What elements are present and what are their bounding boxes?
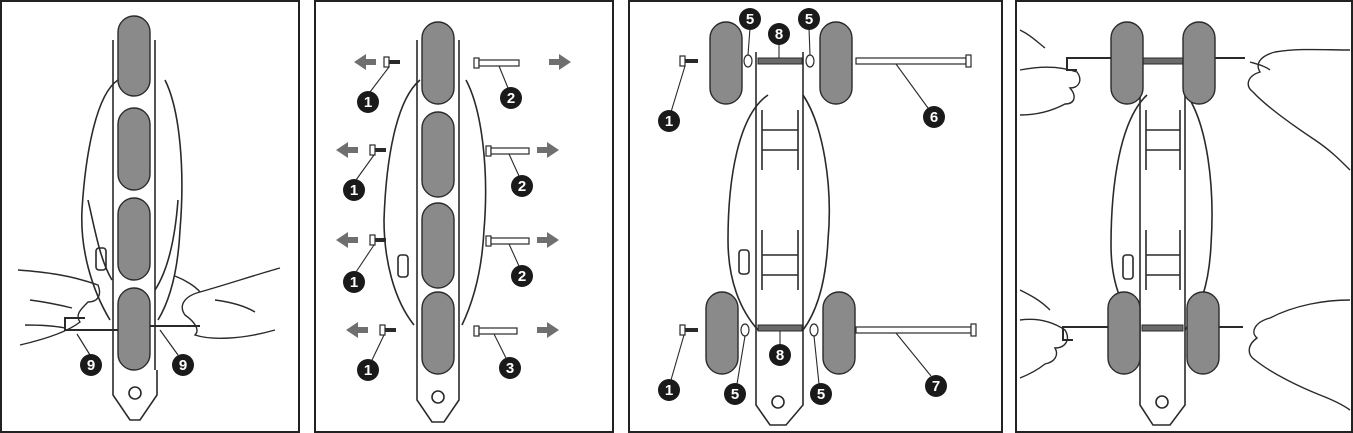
panel-hex-keys-insert: 9 9 [0,0,300,433]
arrow-left-icon [346,322,368,338]
callout-bushing-bottom: 8 [769,331,791,366]
long-axles [855,54,977,337]
skate-boot [80,79,183,321]
panel-remove-bolts-axles: 1 2 1 2 1 2 [314,0,614,433]
frame-rails [755,52,804,426]
bolt-icon [369,144,386,156]
panel-4-illustration [1015,0,1353,433]
callout-spacer-bottom-left: 5 [724,335,746,405]
callout-label: 1 [364,362,372,379]
callout-label: 1 [350,182,358,199]
arrow-right-icon [537,232,559,248]
callout-label: 9 [179,357,187,374]
bolts [679,55,698,336]
callout-bolt-top: 1 [658,65,686,132]
wheels [117,15,151,371]
skate-boot [727,94,831,331]
callout-label: 2 [518,268,526,285]
arrow-right-icon [537,322,559,338]
row-1: 1 2 [354,54,571,113]
callout-right-hex-key: 9 [159,329,194,376]
frame-rails [112,40,158,421]
frame-rails [1139,52,1186,426]
callout-spacer-top-right: 5 [798,8,820,56]
callout-spacer-top-left: 5 [739,8,761,56]
callout-label: 1 [665,382,673,399]
axle-icon [485,235,530,247]
wheels [705,21,856,375]
callout-bolt-bottom: 1 [658,334,685,401]
panel-2-illustration: 1 2 1 2 1 2 [314,0,614,433]
hands [17,267,281,346]
callout-label: 1 [364,94,372,111]
bolt-icon [369,234,386,246]
callout-spacer-bottom-right: 5 [810,335,832,405]
panel-3-illustration: 5 5 8 1 6 8 1 5 5 7 [628,0,1003,433]
axle-icon [473,325,518,337]
callout-label: 8 [776,347,784,364]
bolt-icon [379,324,396,336]
hex-keys [64,317,200,331]
arrow-right-icon [537,142,559,158]
callout-label: 5 [805,11,813,28]
panel-tighten-axles [1015,0,1353,433]
callout-label: 9 [87,357,95,374]
callout-label: 5 [817,386,825,403]
axle-icon [473,57,520,69]
row-4: 1 3 [346,322,559,381]
callout-axle-long-bottom: 7 [895,332,947,397]
row-3: 1 2 [336,232,559,293]
callout-label: 1 [350,274,358,291]
panel-frame [628,0,1003,433]
callout-left-hex-key: 9 [76,333,102,376]
callout-label: 6 [930,109,938,126]
panel-exploded-rocker-view: 5 5 8 1 6 8 1 5 5 7 [628,0,1003,433]
row-2: 1 2 [336,142,559,201]
callout-label: 5 [731,386,739,403]
callout-label: 5 [746,11,754,28]
frame-rails [416,40,460,423]
callout-label: 1 [665,113,673,130]
arrow-left-icon [336,232,358,248]
wheels [1107,21,1220,375]
callout-label: 2 [507,90,515,107]
callout-axle-long-top: 6 [895,63,945,128]
wheels [421,21,455,375]
hands [1019,29,1351,411]
callout-bushing-top: 8 [768,23,790,58]
callout-label: 2 [518,178,526,195]
arrow-right-icon [549,54,571,70]
arrow-left-icon [336,142,358,158]
callout-label: 8 [775,26,783,43]
callout-label: 3 [506,360,514,377]
callout-label: 7 [932,378,940,395]
arrow-left-icon [354,54,376,70]
panel-1-illustration: 9 9 [0,0,300,433]
skate-boot [383,79,487,326]
axle-icon [485,145,530,157]
bolt-icon [383,56,400,68]
